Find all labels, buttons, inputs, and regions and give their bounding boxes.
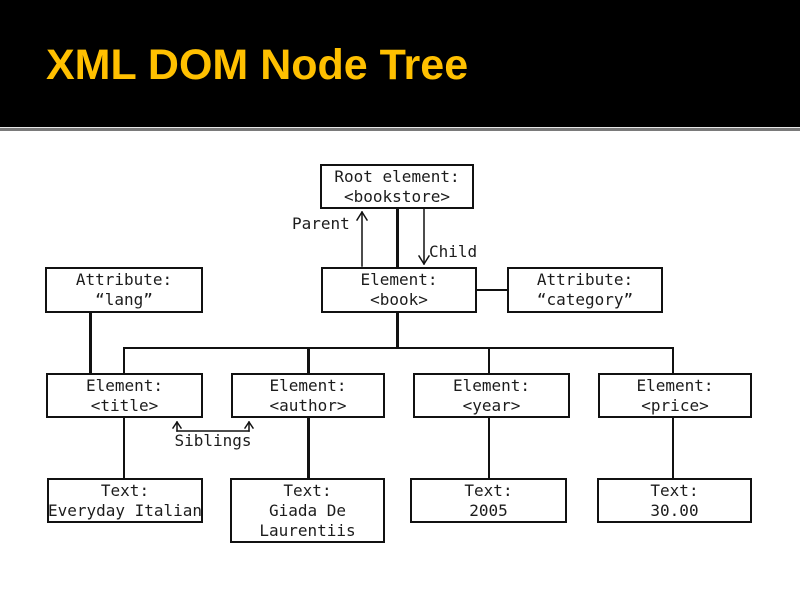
- slide-header: XML DOM Node Tree: [0, 0, 800, 127]
- node-type: Text:: [464, 480, 513, 500]
- node-value: “category”: [536, 290, 634, 309]
- node-value: <author>: [269, 395, 347, 415]
- siblings-bracket-icon: [171, 420, 255, 432]
- connector-bus-year: [488, 349, 490, 373]
- node-type: Element:: [452, 375, 531, 395]
- page-title: XML DOM Node Tree: [46, 41, 469, 89]
- node-value: <price>: [641, 395, 709, 415]
- connector-bus-author: [307, 349, 310, 373]
- node-element-author: Element: <author>: [231, 373, 385, 418]
- connector-book-bus: [396, 311, 399, 349]
- connector-price-text: [672, 416, 674, 478]
- header-divider: [0, 128, 800, 131]
- connector-year-text: [488, 416, 490, 478]
- node-type: Element:: [269, 375, 347, 395]
- connector-author-text: [307, 416, 310, 478]
- node-value: <title>: [90, 395, 159, 415]
- node-text-2005: Text: 2005: [410, 478, 567, 523]
- node-root-bookstore: Root element: <bookstore>: [320, 164, 474, 209]
- node-type: Text:: [100, 480, 150, 500]
- node-value-line2: Laurentiis: [259, 520, 356, 540]
- node-type: Text:: [283, 480, 332, 500]
- node-element-price: Element: <price>: [598, 373, 752, 418]
- siblings-label: Siblings: [174, 431, 252, 450]
- connector-title-text: [123, 416, 125, 478]
- header-divider-highlight: [0, 127, 800, 128]
- node-value: Everyday Italian: [47, 500, 203, 520]
- node-value: <bookstore>: [344, 186, 450, 206]
- node-value: “lang”: [95, 290, 153, 309]
- node-element-year: Element: <year>: [413, 373, 570, 418]
- node-element-book: Element: <book>: [321, 267, 477, 313]
- node-attribute-lang: Attribute: “lang”: [45, 267, 203, 313]
- node-attribute-category: Attribute: “category”: [507, 267, 663, 313]
- connector-lang-title: [89, 311, 92, 373]
- node-value: <book>: [370, 290, 428, 309]
- node-value: 2005: [469, 500, 508, 520]
- parent-up-arrow-icon: [355, 210, 369, 267]
- connector-root-book: [396, 208, 399, 269]
- connector-bus: [123, 347, 674, 349]
- node-text-30-00: Text: 30.00: [597, 478, 752, 523]
- node-type: Text:: [650, 480, 699, 500]
- node-type: Attribute:: [536, 270, 634, 289]
- node-type: Element:: [85, 375, 164, 395]
- node-type: Element:: [636, 375, 714, 395]
- node-text-everyday-italian: Text: Everyday Italian: [47, 478, 203, 523]
- node-text-giada-de-laurentiis: Text: Giada De Laurentiis: [230, 478, 385, 543]
- node-type: Attribute:: [75, 270, 173, 289]
- connector-bus-price: [672, 349, 674, 373]
- connector-bus-title: [123, 349, 125, 373]
- node-value: 30.00: [650, 500, 699, 520]
- connector-book-category: [477, 289, 507, 291]
- child-label: Child: [429, 242, 478, 261]
- parent-label: Parent: [292, 214, 350, 233]
- node-type: Element:: [360, 270, 438, 289]
- node-element-title: Element: <title>: [46, 373, 203, 418]
- node-value: Giada De: [268, 500, 347, 520]
- node-value: <year>: [462, 395, 521, 415]
- node-type: Root element:: [334, 166, 460, 186]
- child-down-arrow-icon: [417, 207, 431, 266]
